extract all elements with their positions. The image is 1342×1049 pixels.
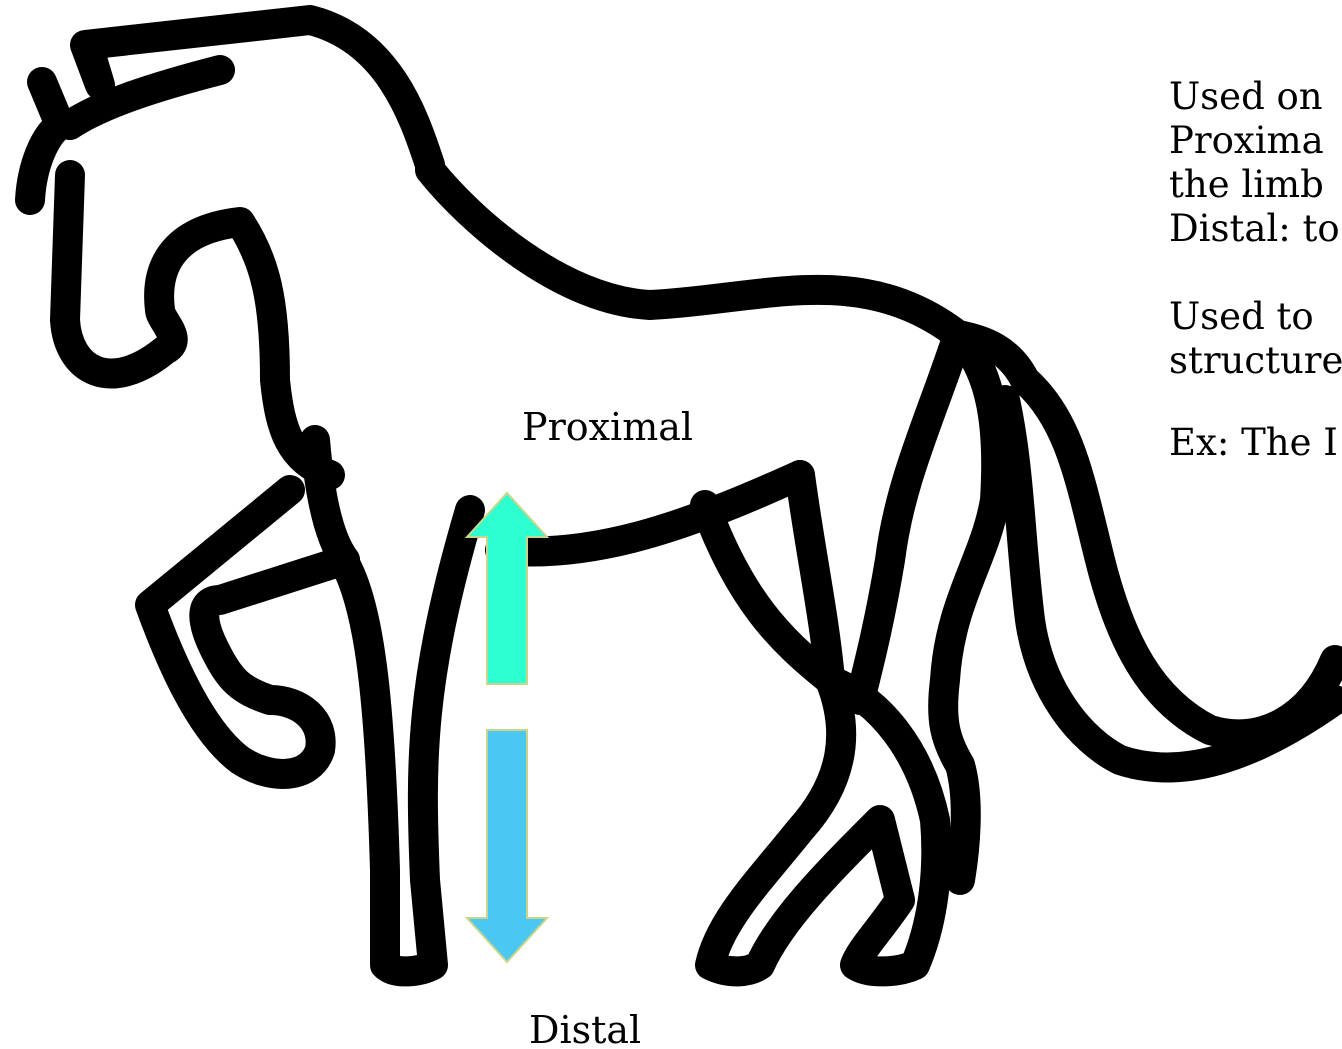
note-line: Used to: [1169, 295, 1342, 339]
belly: [500, 475, 800, 552]
note-line: the limb: [1169, 163, 1342, 207]
notes-text: Used on Proxima the limb Distal: to Used…: [1169, 75, 1342, 465]
head-outline: [65, 175, 330, 475]
arrow-down-icon: [467, 730, 547, 962]
mane-ear: [30, 20, 430, 200]
note-line: structure: [1169, 339, 1342, 383]
standing-foreleg: [315, 440, 345, 560]
note-line: Ex: The I: [1169, 421, 1342, 465]
note-line: Used on: [1169, 75, 1342, 119]
note-line: Distal: to: [1169, 207, 1342, 251]
note-line: Proxima: [1169, 119, 1342, 163]
proximal-label: Proximal: [522, 408, 693, 446]
tail-outer: [943, 335, 996, 880]
horse-outline-icon: [30, 20, 1335, 971]
distal-label: Distal: [529, 1011, 641, 1049]
raised-foreleg: [150, 490, 470, 971]
